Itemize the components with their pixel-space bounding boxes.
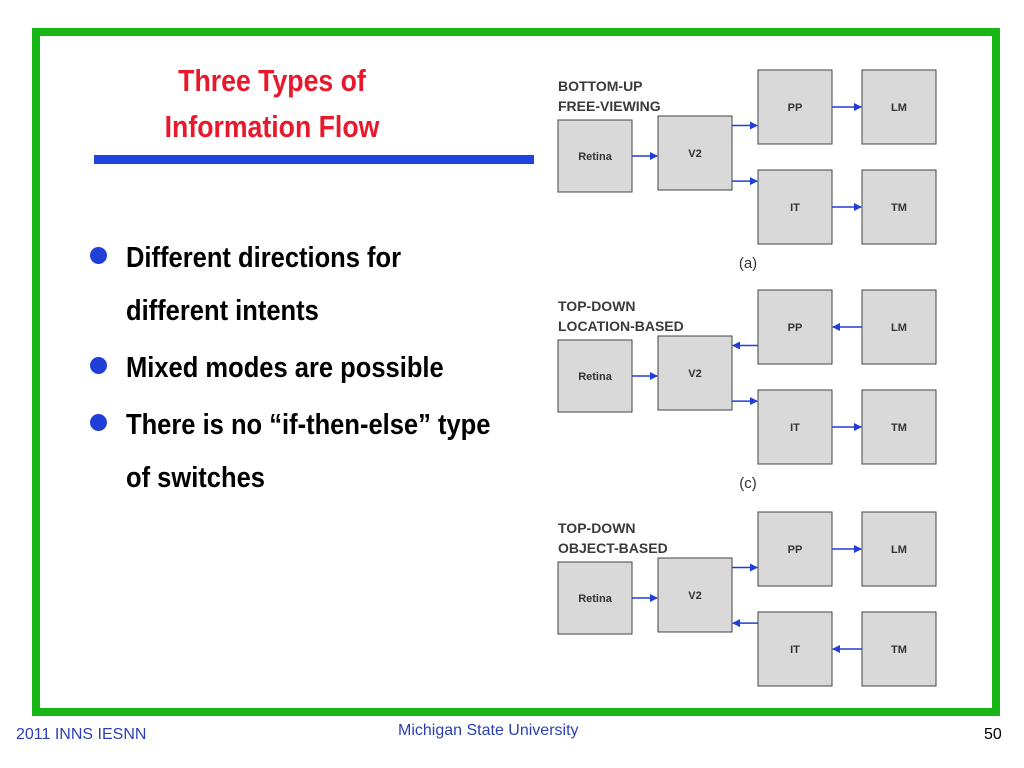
box-label-pp: PP [788, 544, 803, 556]
box-retina [557, 119, 633, 193]
bullet-text: There is no “if-then-else” type of switc… [126, 409, 491, 494]
flow-diagram-panel: TOP-DOWN OBJECT-BASED Retina V2 PP LM IT TM [557, 511, 937, 687]
bullet-dot-icon [90, 414, 107, 431]
box-v2 [657, 115, 733, 191]
flow-diagram-panel: BOTTOM-UP FREE-VIEWING Retina V2 PP LM IT TM (a) [557, 69, 937, 272]
box-it [757, 169, 833, 245]
diagram-heading-line2: FREE-VIEWING [558, 98, 661, 114]
box-retina [557, 561, 633, 635]
box-it [757, 389, 833, 465]
box-lm [861, 289, 937, 365]
box-label-retina: Retina [578, 593, 613, 605]
diagram-caption: (c) [739, 475, 757, 492]
box-label-lm: LM [891, 322, 907, 334]
bullet-list: Different directions for different inten… [90, 232, 530, 509]
box-label-it: IT [790, 644, 800, 656]
box-tm [861, 169, 937, 245]
box-label-lm: LM [891, 102, 907, 114]
diagram-heading-line1: BOTTOM-UP [558, 78, 643, 94]
bullet-item: There is no “if-then-else” type of switc… [90, 399, 530, 505]
diagram-heading-line2: OBJECT-BASED [558, 540, 668, 556]
footer-institution: Michigan State University [398, 722, 579, 739]
box-tm [861, 389, 937, 465]
box-pp [757, 289, 833, 365]
slide-frame [32, 28, 1000, 716]
title-rule [94, 155, 534, 164]
box-label-it: IT [790, 422, 800, 434]
page-number: 50 [984, 726, 1002, 743]
box-tm [861, 611, 937, 687]
box-label-lm: LM [891, 544, 907, 556]
box-label-pp: PP [788, 322, 803, 334]
box-label-v2: V2 [688, 368, 701, 380]
box-label-tm: TM [891, 202, 907, 214]
bullet-text: Mixed modes are possible [126, 352, 444, 384]
bullet-dot-icon [90, 247, 107, 264]
diagram-heading-line1: TOP-DOWN [558, 298, 636, 314]
box-label-it: IT [790, 202, 800, 214]
box-pp [757, 511, 833, 587]
box-label-v2: V2 [688, 590, 701, 602]
bullet-text: Different directions for different inten… [126, 242, 402, 327]
box-v2 [657, 335, 733, 411]
box-label-pp: PP [788, 102, 803, 114]
bullet-dot-icon [90, 357, 107, 374]
diagram-heading-line2: LOCATION-BASED [558, 318, 684, 334]
diagram-caption: (a) [739, 255, 757, 272]
box-label-retina: Retina [578, 151, 613, 163]
flow-diagram-panel: TOP-DOWN LOCATION-BASED Retina V2 PP LM IT TM (c… [557, 289, 937, 492]
box-lm [861, 511, 937, 587]
bullet-item: Mixed modes are possible [90, 342, 530, 395]
box-v2 [657, 557, 733, 633]
diagram-heading-line1: TOP-DOWN [558, 520, 636, 536]
box-lm [861, 69, 937, 145]
box-label-tm: TM [891, 644, 907, 656]
box-label-v2: V2 [688, 148, 701, 160]
box-label-retina: Retina [578, 371, 613, 383]
footer-event: 2011 INNS IESNN [16, 726, 147, 743]
box-label-tm: TM [891, 422, 907, 434]
box-retina [557, 339, 633, 413]
slide-title: Three Types of Information Flow [164, 63, 380, 144]
bullet-item: Different directions for different inten… [90, 232, 530, 338]
